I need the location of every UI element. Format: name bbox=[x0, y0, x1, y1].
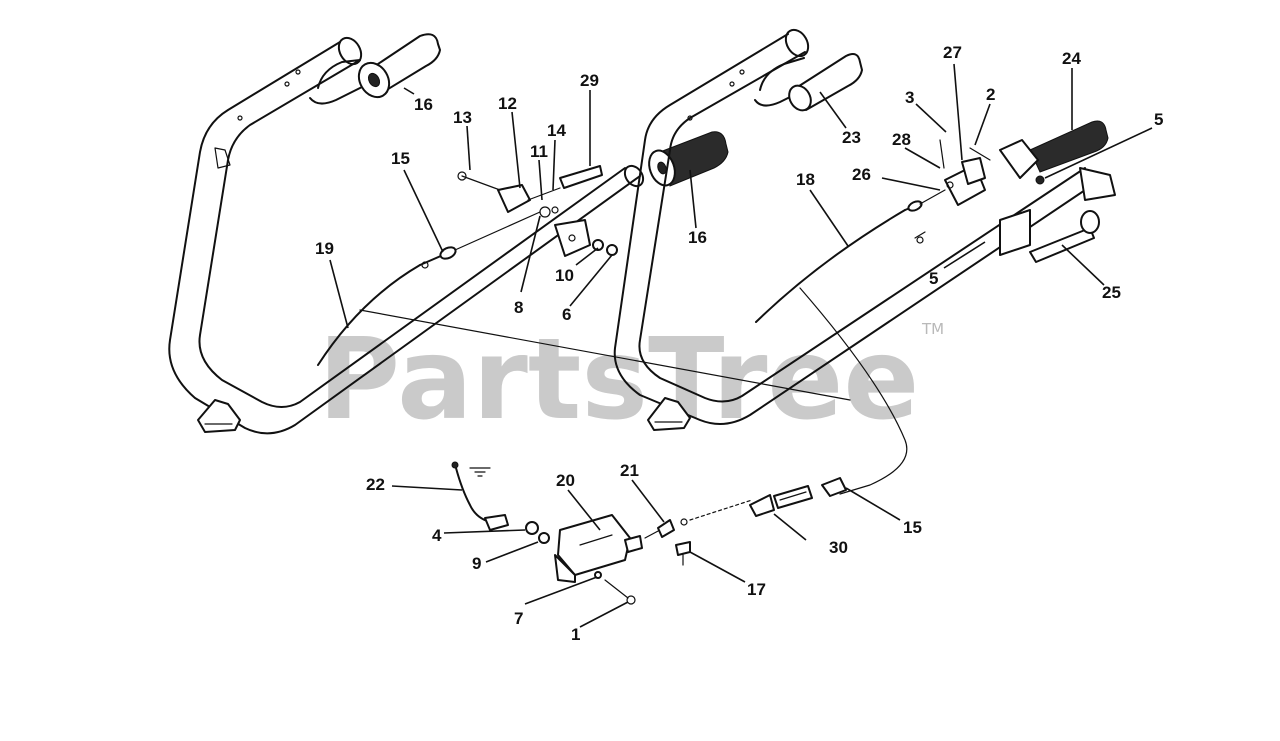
leader-lines bbox=[329, 63, 1153, 628]
callout-9: 9 bbox=[472, 554, 481, 573]
callout-28: 28 bbox=[892, 130, 911, 149]
callout-18: 18 bbox=[796, 170, 815, 189]
callout-17: 17 bbox=[747, 580, 766, 599]
callout-10: 10 bbox=[555, 266, 574, 285]
link-21-17 bbox=[644, 499, 753, 566]
callout-5-top: 5 bbox=[1154, 110, 1163, 129]
cable-main bbox=[359, 287, 908, 495]
callout-4: 4 bbox=[432, 526, 442, 545]
callout-1: 1 bbox=[571, 625, 580, 644]
cable-18 bbox=[755, 189, 946, 323]
callout-24: 24 bbox=[1062, 49, 1081, 68]
hand-grip-center bbox=[648, 131, 729, 187]
watermark-trademark: TM bbox=[921, 320, 944, 338]
callout-16-center: 16 bbox=[688, 228, 707, 247]
hand-grip-23 bbox=[788, 53, 863, 112]
callout-5-bottom: 5 bbox=[929, 269, 938, 288]
bracket-assembly bbox=[939, 139, 991, 206]
callout-29: 29 bbox=[580, 71, 599, 90]
hand-grip-24 bbox=[999, 120, 1109, 185]
callout-27: 27 bbox=[943, 43, 962, 62]
callout-3: 3 bbox=[905, 88, 914, 107]
ground-wire-22 bbox=[451, 461, 509, 531]
callout-26: 26 bbox=[852, 165, 871, 184]
callout-25: 25 bbox=[1102, 283, 1121, 302]
right-handlebar bbox=[613, 28, 1116, 431]
left-handlebar bbox=[168, 36, 645, 435]
callout-7: 7 bbox=[514, 609, 523, 628]
callout-21: 21 bbox=[620, 461, 639, 480]
callout-12: 12 bbox=[498, 94, 517, 113]
adjuster-30 bbox=[749, 477, 847, 517]
callout-23: 23 bbox=[842, 128, 861, 147]
callout-16-left: 16 bbox=[414, 95, 433, 114]
callout-19: 19 bbox=[315, 239, 334, 258]
hand-grip-left bbox=[357, 33, 441, 99]
callout-13: 13 bbox=[453, 108, 472, 127]
callout-8: 8 bbox=[514, 298, 523, 317]
control-lever-assembly bbox=[457, 165, 618, 256]
callout-11: 11 bbox=[530, 142, 548, 161]
callout-15-bottom: 15 bbox=[903, 518, 922, 537]
watermark-text: PartsTree bbox=[318, 315, 919, 445]
callout-labels: 16 13 12 29 14 11 15 19 10 8 6 16 23 27 … bbox=[315, 43, 1163, 644]
callout-15-top: 15 bbox=[391, 149, 410, 168]
cable-19 bbox=[317, 211, 541, 366]
callout-30: 30 bbox=[829, 538, 848, 557]
callout-6: 6 bbox=[562, 305, 571, 324]
switch-20 bbox=[525, 514, 643, 605]
callout-20: 20 bbox=[556, 471, 575, 490]
callout-14: 14 bbox=[547, 121, 566, 140]
callout-22: 22 bbox=[366, 475, 385, 494]
callout-2: 2 bbox=[986, 85, 995, 104]
